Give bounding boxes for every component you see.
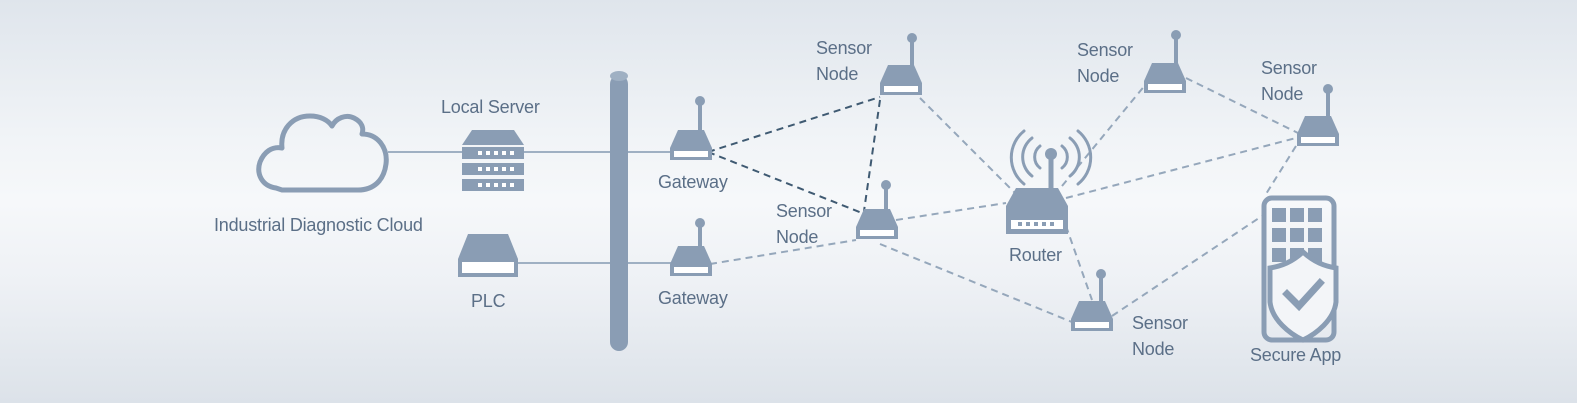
cloud-icon (256, 113, 389, 193)
link-gateway2-sensor2 (709, 239, 857, 265)
link-sensor4-app (1265, 145, 1297, 195)
sensor-node-5-line1: Sensor (1132, 313, 1188, 333)
link-sensor2-sensor5 (879, 243, 1073, 323)
sensor-node-3-line2: Node (1077, 66, 1120, 86)
sensor-node-antenna-icon-1 (880, 33, 922, 95)
router-label: Router (1009, 245, 1062, 265)
link-gateway-sensor2 (707, 151, 863, 214)
sensor-node-2-line2: Node (776, 227, 819, 247)
link-gateway-sensor1 (707, 96, 881, 153)
local-server-label: Local Server (441, 97, 540, 117)
sensor-node-4-line1: Sensor (1261, 58, 1317, 78)
sensor-node-antenna-icon-2 (856, 180, 898, 239)
sensor-node-4-line2: Node (1261, 84, 1304, 104)
link-sensor3-sensor4 (1185, 77, 1299, 134)
solid-links (388, 151, 672, 264)
sensor-node-5-label: Sensor Node (1132, 310, 1188, 362)
gateway-antenna-icon-top (670, 96, 712, 160)
cloud-label: Industrial Diagnostic Cloud (214, 215, 423, 235)
plc-label: PLC (471, 291, 506, 311)
antenna-nodes (670, 30, 1339, 331)
sensor-node-2-line1: Sensor (776, 201, 832, 221)
wifi-router-icon (1006, 129, 1093, 234)
sensor-node-5-line2: Node (1132, 339, 1175, 359)
sensor-node-1-label: Sensor Node (816, 35, 872, 87)
plc-icon (458, 234, 518, 277)
link-sensor5-app (1111, 215, 1263, 317)
network-bus (610, 71, 628, 351)
link-sensor1-sensor2 (863, 99, 881, 212)
link-router-sensor4 (1065, 137, 1297, 199)
sensor-node-1-line1: Sensor (816, 38, 872, 58)
sensor-node-antenna-icon-4 (1297, 84, 1339, 146)
sensor-node-antenna-icon-3 (1144, 30, 1186, 93)
keypad-shield-checkmark-icon (1261, 195, 1339, 343)
dashed-links-dark (707, 96, 881, 214)
sensor-node-1-line2: Node (816, 64, 859, 84)
link-router-sensor3 (1061, 83, 1147, 187)
dashed-links-light (709, 77, 1299, 323)
gateway-top-label: Gateway (658, 172, 728, 192)
link-sensor1-router (919, 97, 1019, 197)
sensor-node-3-label: Sensor Node (1077, 37, 1133, 89)
sensor-node-4-label: Sensor Node (1261, 55, 1317, 107)
server-icon (462, 130, 524, 191)
secure-app-label: Secure App (1250, 345, 1342, 365)
gateway-bottom-label: Gateway (658, 288, 728, 308)
link-sensor2-router (895, 202, 1007, 221)
sensor-node-antenna-icon-5 (1071, 269, 1113, 331)
sensor-node-2-label: Sensor Node (776, 198, 832, 250)
link-router-sensor5 (1065, 225, 1093, 301)
gateway-antenna-icon-bottom (670, 218, 712, 276)
sensor-node-3-line1: Sensor (1077, 40, 1133, 60)
